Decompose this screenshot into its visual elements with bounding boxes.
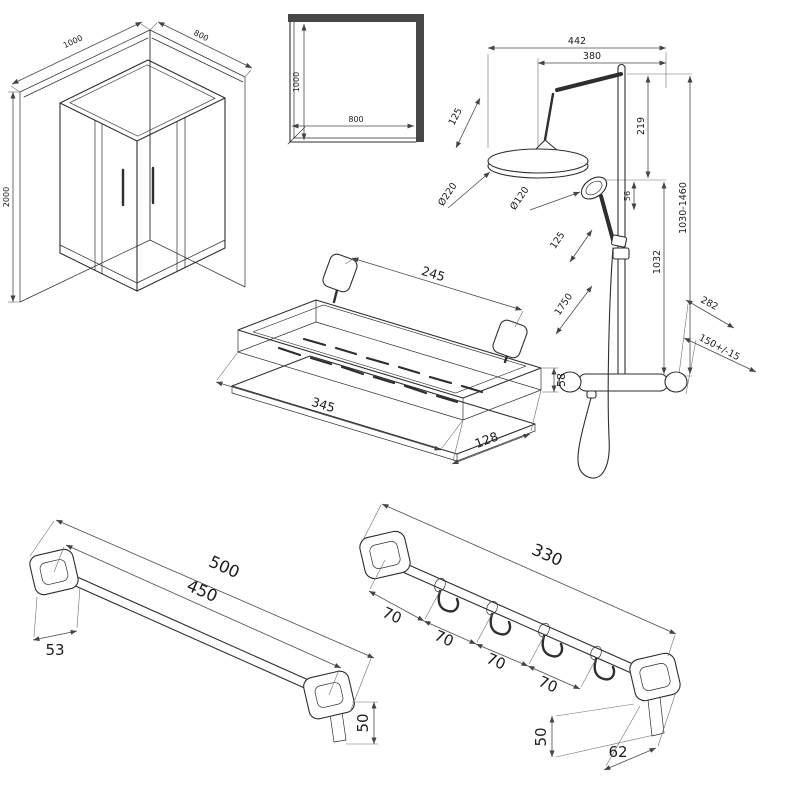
dim-enclosure-width: 1000 (62, 33, 84, 50)
dim-hook-spacing-1: 70 (380, 603, 405, 627)
dim-towel-rail-plate-depth: 50 (354, 713, 372, 732)
dim-plan-width: 800 (348, 115, 363, 124)
dim-shower-top-width: 442 (568, 36, 586, 47)
plan-wall-right (416, 14, 424, 142)
slider-clamp (612, 247, 630, 260)
dim-basket-length: 345 (310, 394, 337, 415)
hand-shower-head (580, 176, 608, 200)
cabin-top-frame (59, 59, 226, 142)
dim-height-range: 1030-1460 (678, 182, 689, 234)
shower-column-drawing: 442 380 125 Ø220 Ø120 219 56 1030-1460 1… (436, 36, 757, 479)
hook-rail-drawing: 330 70 70 70 70 50 62 (359, 503, 681, 771)
mixer-body (577, 373, 669, 392)
dim-hook-spacing-3: 70 (484, 649, 509, 673)
dim-hand-shower-diameter: Ø120 (508, 185, 531, 212)
dim-basket-mount-spacing: 245 (420, 263, 447, 284)
dim-enclosure-depth: 800 (192, 28, 210, 43)
mixer-outlet (586, 390, 597, 399)
dim-towel-rail-centers: 450 (184, 576, 221, 606)
dim-mid-offset: 125 (548, 230, 567, 251)
dim-install-height: 1750 (553, 292, 576, 318)
hook-rail-plate-right (629, 652, 681, 702)
dim-rain-head-diameter: Ø220 (436, 181, 459, 208)
dim-union-spacing: 150+/-15 (697, 332, 742, 363)
hand-shower-holder (610, 234, 628, 248)
dim-towel-rail-plate-width: 53 (45, 641, 64, 659)
shower-enclosure-plan: 1000 800 (287, 14, 424, 145)
mixer-knob-left (558, 371, 582, 393)
dim-enclosure-height: 2000 (2, 187, 11, 207)
rain-shower-head (487, 148, 589, 174)
dim-plan-depth: 1000 (292, 72, 301, 92)
mixer-knob-right (664, 371, 688, 393)
shower-hose (577, 247, 614, 479)
dim-shower-arm-reach: 380 (583, 51, 601, 62)
dim-riser-height: 1032 (652, 250, 663, 274)
dim-basket-depth: 128 (473, 429, 501, 452)
shower-enclosure-isometric: 1000 800 2000 (2, 21, 253, 303)
plan-wall-top (288, 14, 424, 22)
shower-basket-drawing: 245 345 128 58 (215, 253, 568, 465)
dim-basket-height: 58 (555, 373, 568, 387)
shower-arm (555, 72, 623, 92)
dim-hook-drop: 50 (532, 727, 550, 746)
dim-hook-rail-overall: 330 (529, 540, 566, 570)
dim-holder-offset: 56 (623, 191, 632, 201)
hand-shower-handle (599, 194, 615, 242)
dim-hook-spacing-2: 70 (432, 626, 457, 650)
hook-rail-bar (401, 561, 643, 669)
dim-hook-spacing-4: 70 (536, 672, 561, 696)
towel-rail-drawing: 500 450 53 50 (29, 519, 378, 745)
dim-towel-rail-overall: 500 (206, 552, 243, 582)
dim-upper-offset: 219 (636, 117, 647, 135)
dim-lower-reach: 282 (699, 295, 720, 313)
basket-bracket-right (492, 319, 528, 359)
dim-shower-head-drop: 125 (447, 106, 465, 127)
dim-hook-plate-width: 62 (608, 743, 627, 761)
